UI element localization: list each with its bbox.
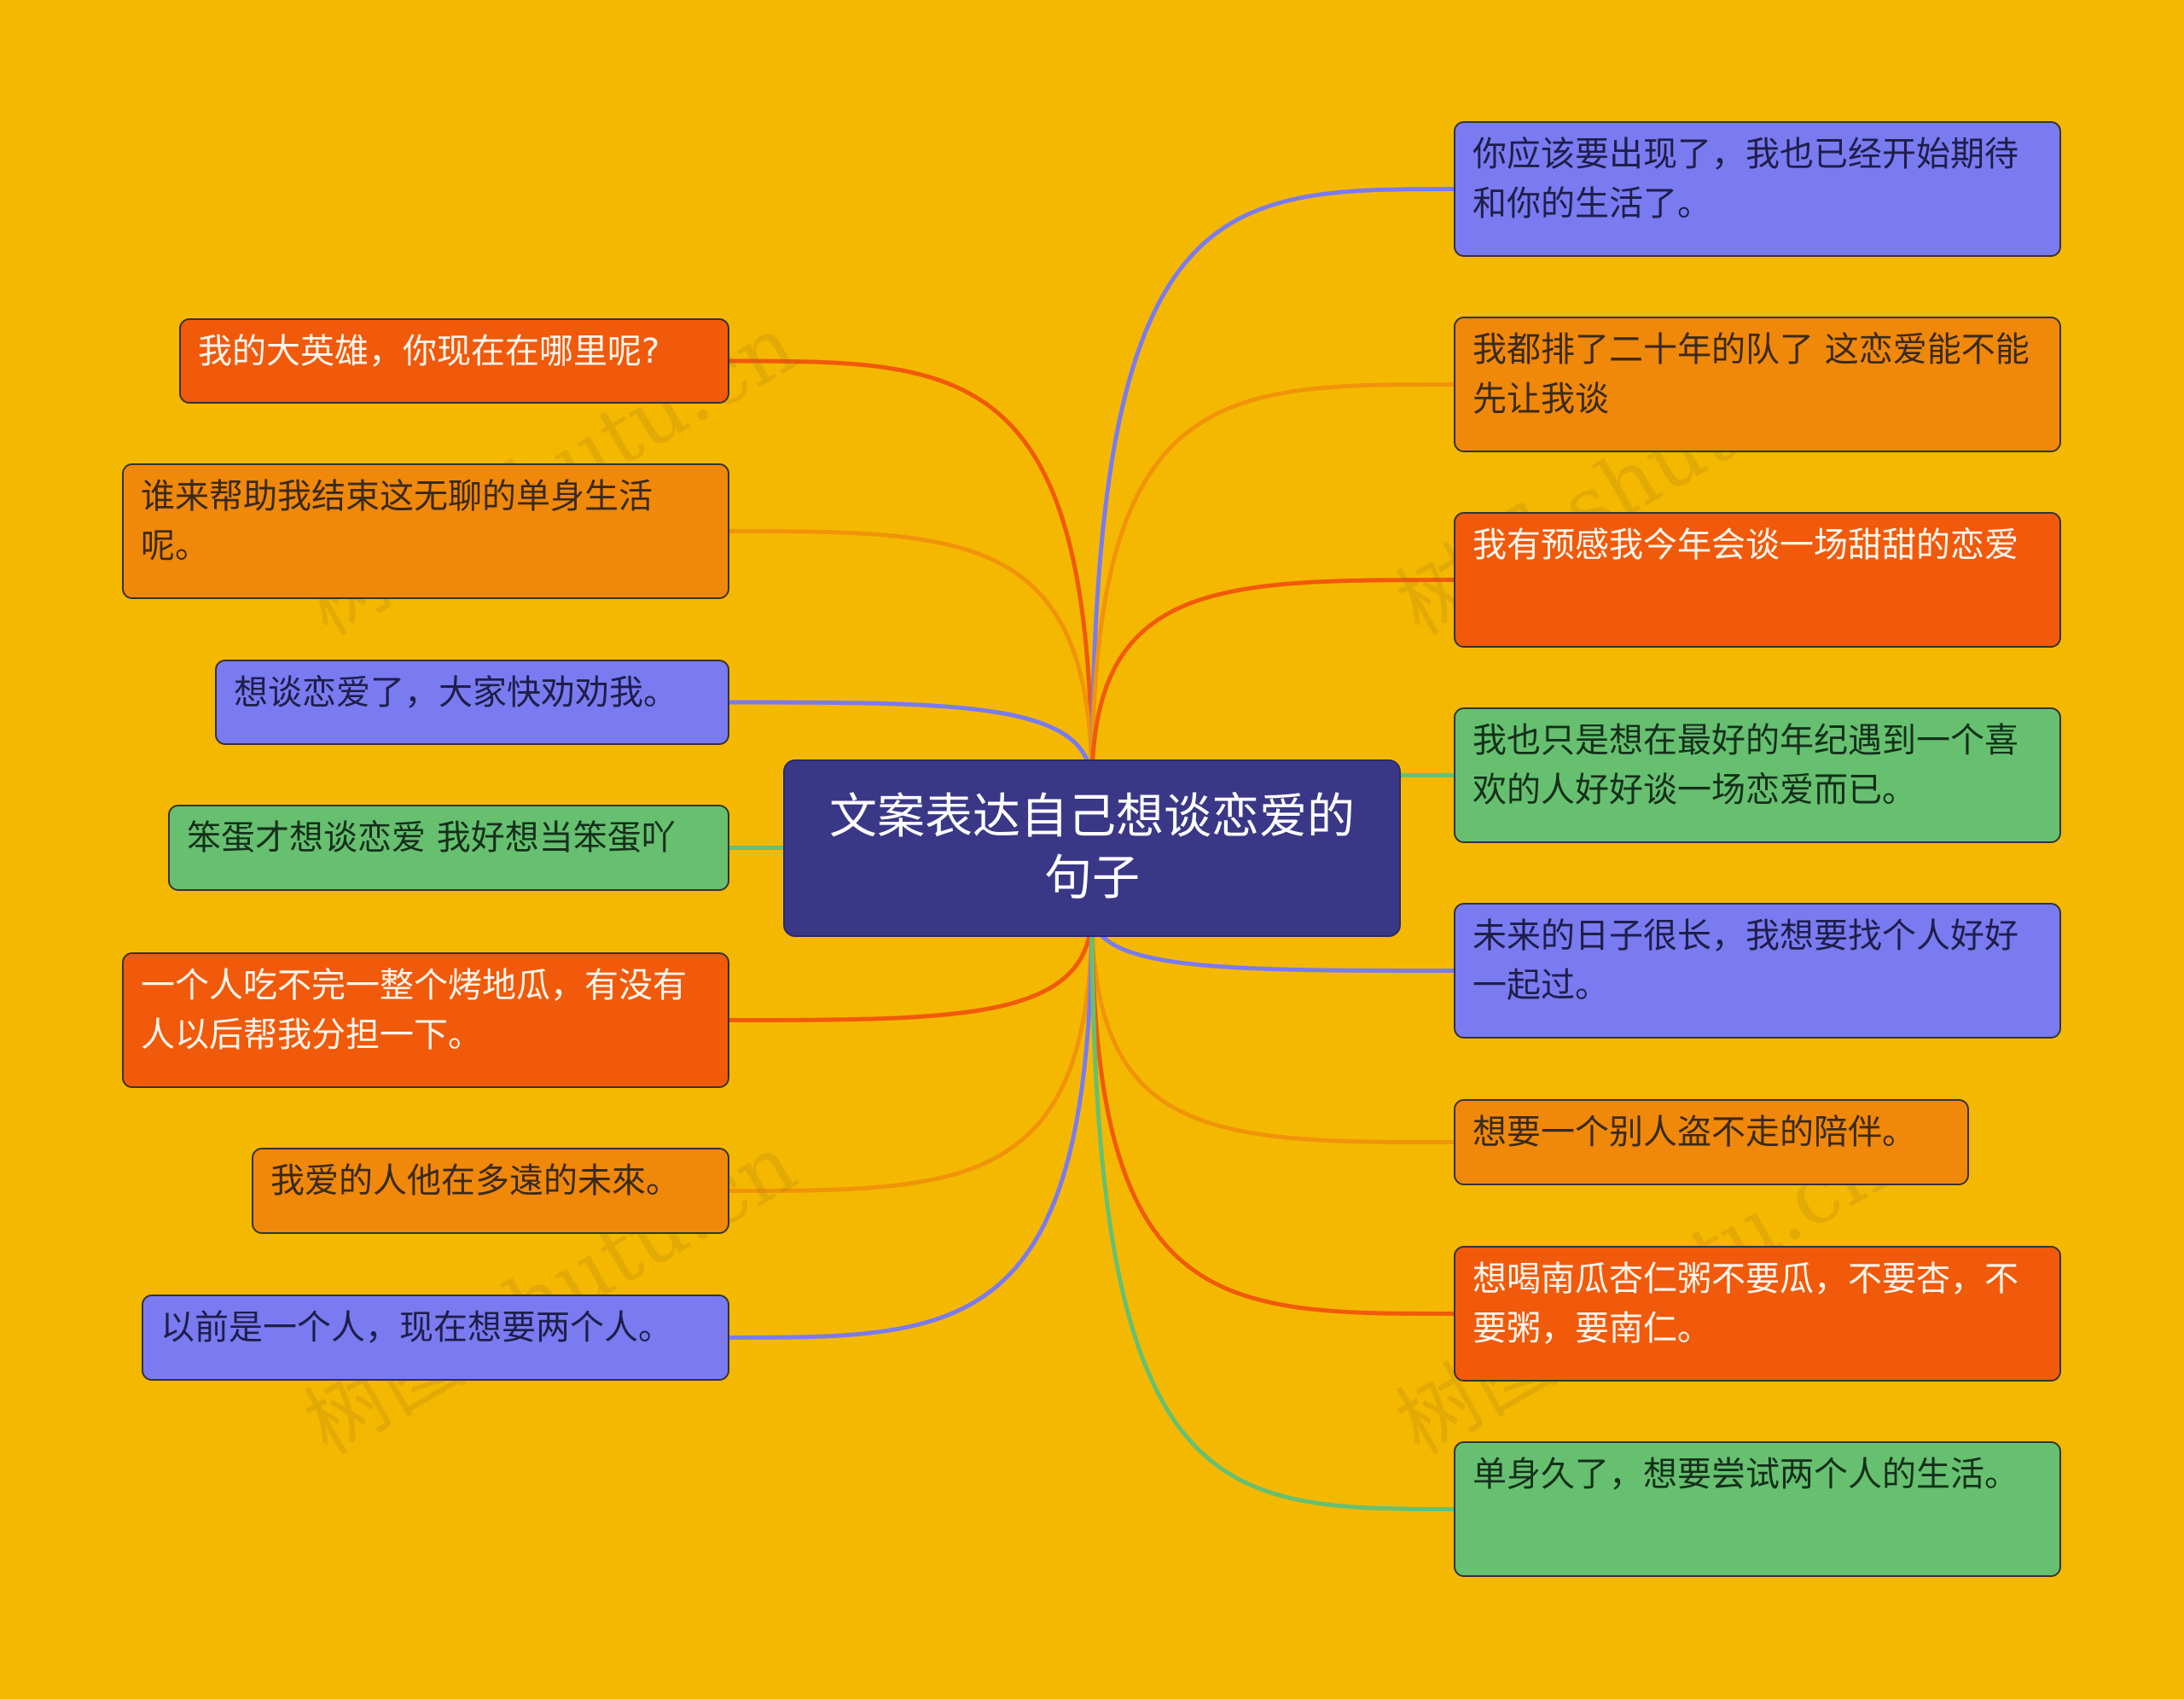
- connector-right-2: [1089, 382, 1455, 786]
- root-topic[interactable]: 文案表达自己想谈恋爱的句子: [783, 759, 1401, 937]
- connector-right-7: [1089, 911, 1455, 1316]
- branch-node-left-3[interactable]: 想谈恋爱了，大家快劝劝我。: [215, 660, 729, 745]
- branch-node-right-7[interactable]: 想喝南瓜杏仁粥不要瓜，不要杏，不要粥，要南仁。: [1454, 1246, 2061, 1382]
- branch-node-right-3[interactable]: 我有预感我今年会谈一场甜甜的恋爱: [1454, 512, 2061, 648]
- node-label: 想谈恋爱了，大家快劝劝我。: [234, 673, 677, 713]
- node-label: 想要一个别人盗不走的陪伴。: [1472, 1113, 1916, 1152]
- node-label: 单身久了，想要尝试两个人的生活。: [1472, 1455, 2018, 1494]
- connector-left-7: [729, 911, 1095, 1340]
- node-label: 想喝南瓜杏仁粥不要瓜，不要杏，不要粥，要南仁。: [1472, 1260, 2018, 1348]
- node-label: 我也只是想在最好的年纪遇到一个喜欢的人好好谈一场恋爱而已。: [1472, 721, 2018, 810]
- branch-node-right-4[interactable]: 我也只是想在最好的年纪遇到一个喜欢的人好好谈一场恋爱而已。: [1454, 707, 2061, 843]
- branch-node-left-6[interactable]: 我爱的人他在多遠的未來。: [252, 1148, 729, 1234]
- connector-left-5: [729, 911, 1095, 1022]
- connector-left-3: [729, 700, 1095, 786]
- node-label: 我的大英雄，你现在在哪里呢?: [198, 332, 660, 371]
- node-label: 一个人吃不完一整个烤地瓜，有没有人以后帮我分担一下。: [141, 966, 687, 1055]
- branch-node-left-5[interactable]: 一个人吃不完一整个烤地瓜，有没有人以后帮我分担一下。: [122, 952, 729, 1088]
- branch-node-left-7[interactable]: 以前是一个人，现在想要两个人。: [142, 1295, 729, 1381]
- node-label: 你应该要出现了，我也已经开始期待和你的生活了。: [1472, 135, 2018, 224]
- node-label: 我有预感我今年会谈一场甜甜的恋爱: [1472, 526, 2018, 565]
- node-label: 谁来帮助我结束这无聊的单身生活呢。: [141, 477, 653, 566]
- branch-node-right-2[interactable]: 我都排了二十年的队了 这恋爱能不能先让我谈: [1454, 317, 2061, 452]
- node-label: 笨蛋才想谈恋爱 我好想当笨蛋吖: [187, 818, 676, 858]
- node-label: 我爱的人他在多遠的未來。: [270, 1161, 680, 1201]
- branch-node-right-8[interactable]: 单身久了，想要尝试两个人的生活。: [1454, 1441, 2061, 1577]
- branch-node-left-1[interactable]: 我的大英雄，你现在在哪里呢?: [179, 318, 729, 404]
- connector-left-6: [729, 911, 1095, 1193]
- node-label: 我都排了二十年的队了 这恋爱能不能先让我谈: [1472, 330, 2030, 419]
- connector-right-6: [1089, 911, 1455, 1144]
- branch-node-right-5[interactable]: 未来的日子很长，我想要找个人好好一起过。: [1454, 903, 2061, 1039]
- connector-right-8: [1089, 911, 1455, 1511]
- connector-right-1: [1089, 187, 1455, 786]
- branch-node-left-4[interactable]: 笨蛋才想谈恋爱 我好想当笨蛋吖: [168, 805, 729, 891]
- branch-node-right-1[interactable]: 你应该要出现了，我也已经开始期待和你的生活了。: [1454, 121, 2061, 257]
- root-topic-label: 文案表达自己想谈恋爱的句子: [829, 789, 1355, 906]
- connector-left-1: [729, 358, 1095, 786]
- node-label: 未来的日子很长，我想要找个人好好一起过。: [1472, 916, 2018, 1005]
- branch-node-right-6[interactable]: 想要一个别人盗不走的陪伴。: [1454, 1099, 1969, 1185]
- branch-node-left-2[interactable]: 谁来帮助我结束这无聊的单身生活呢。: [122, 463, 729, 599]
- connector-left-2: [729, 529, 1095, 786]
- connector-right-3: [1089, 578, 1455, 786]
- node-label: 以前是一个人，现在想要两个人。: [160, 1308, 672, 1347]
